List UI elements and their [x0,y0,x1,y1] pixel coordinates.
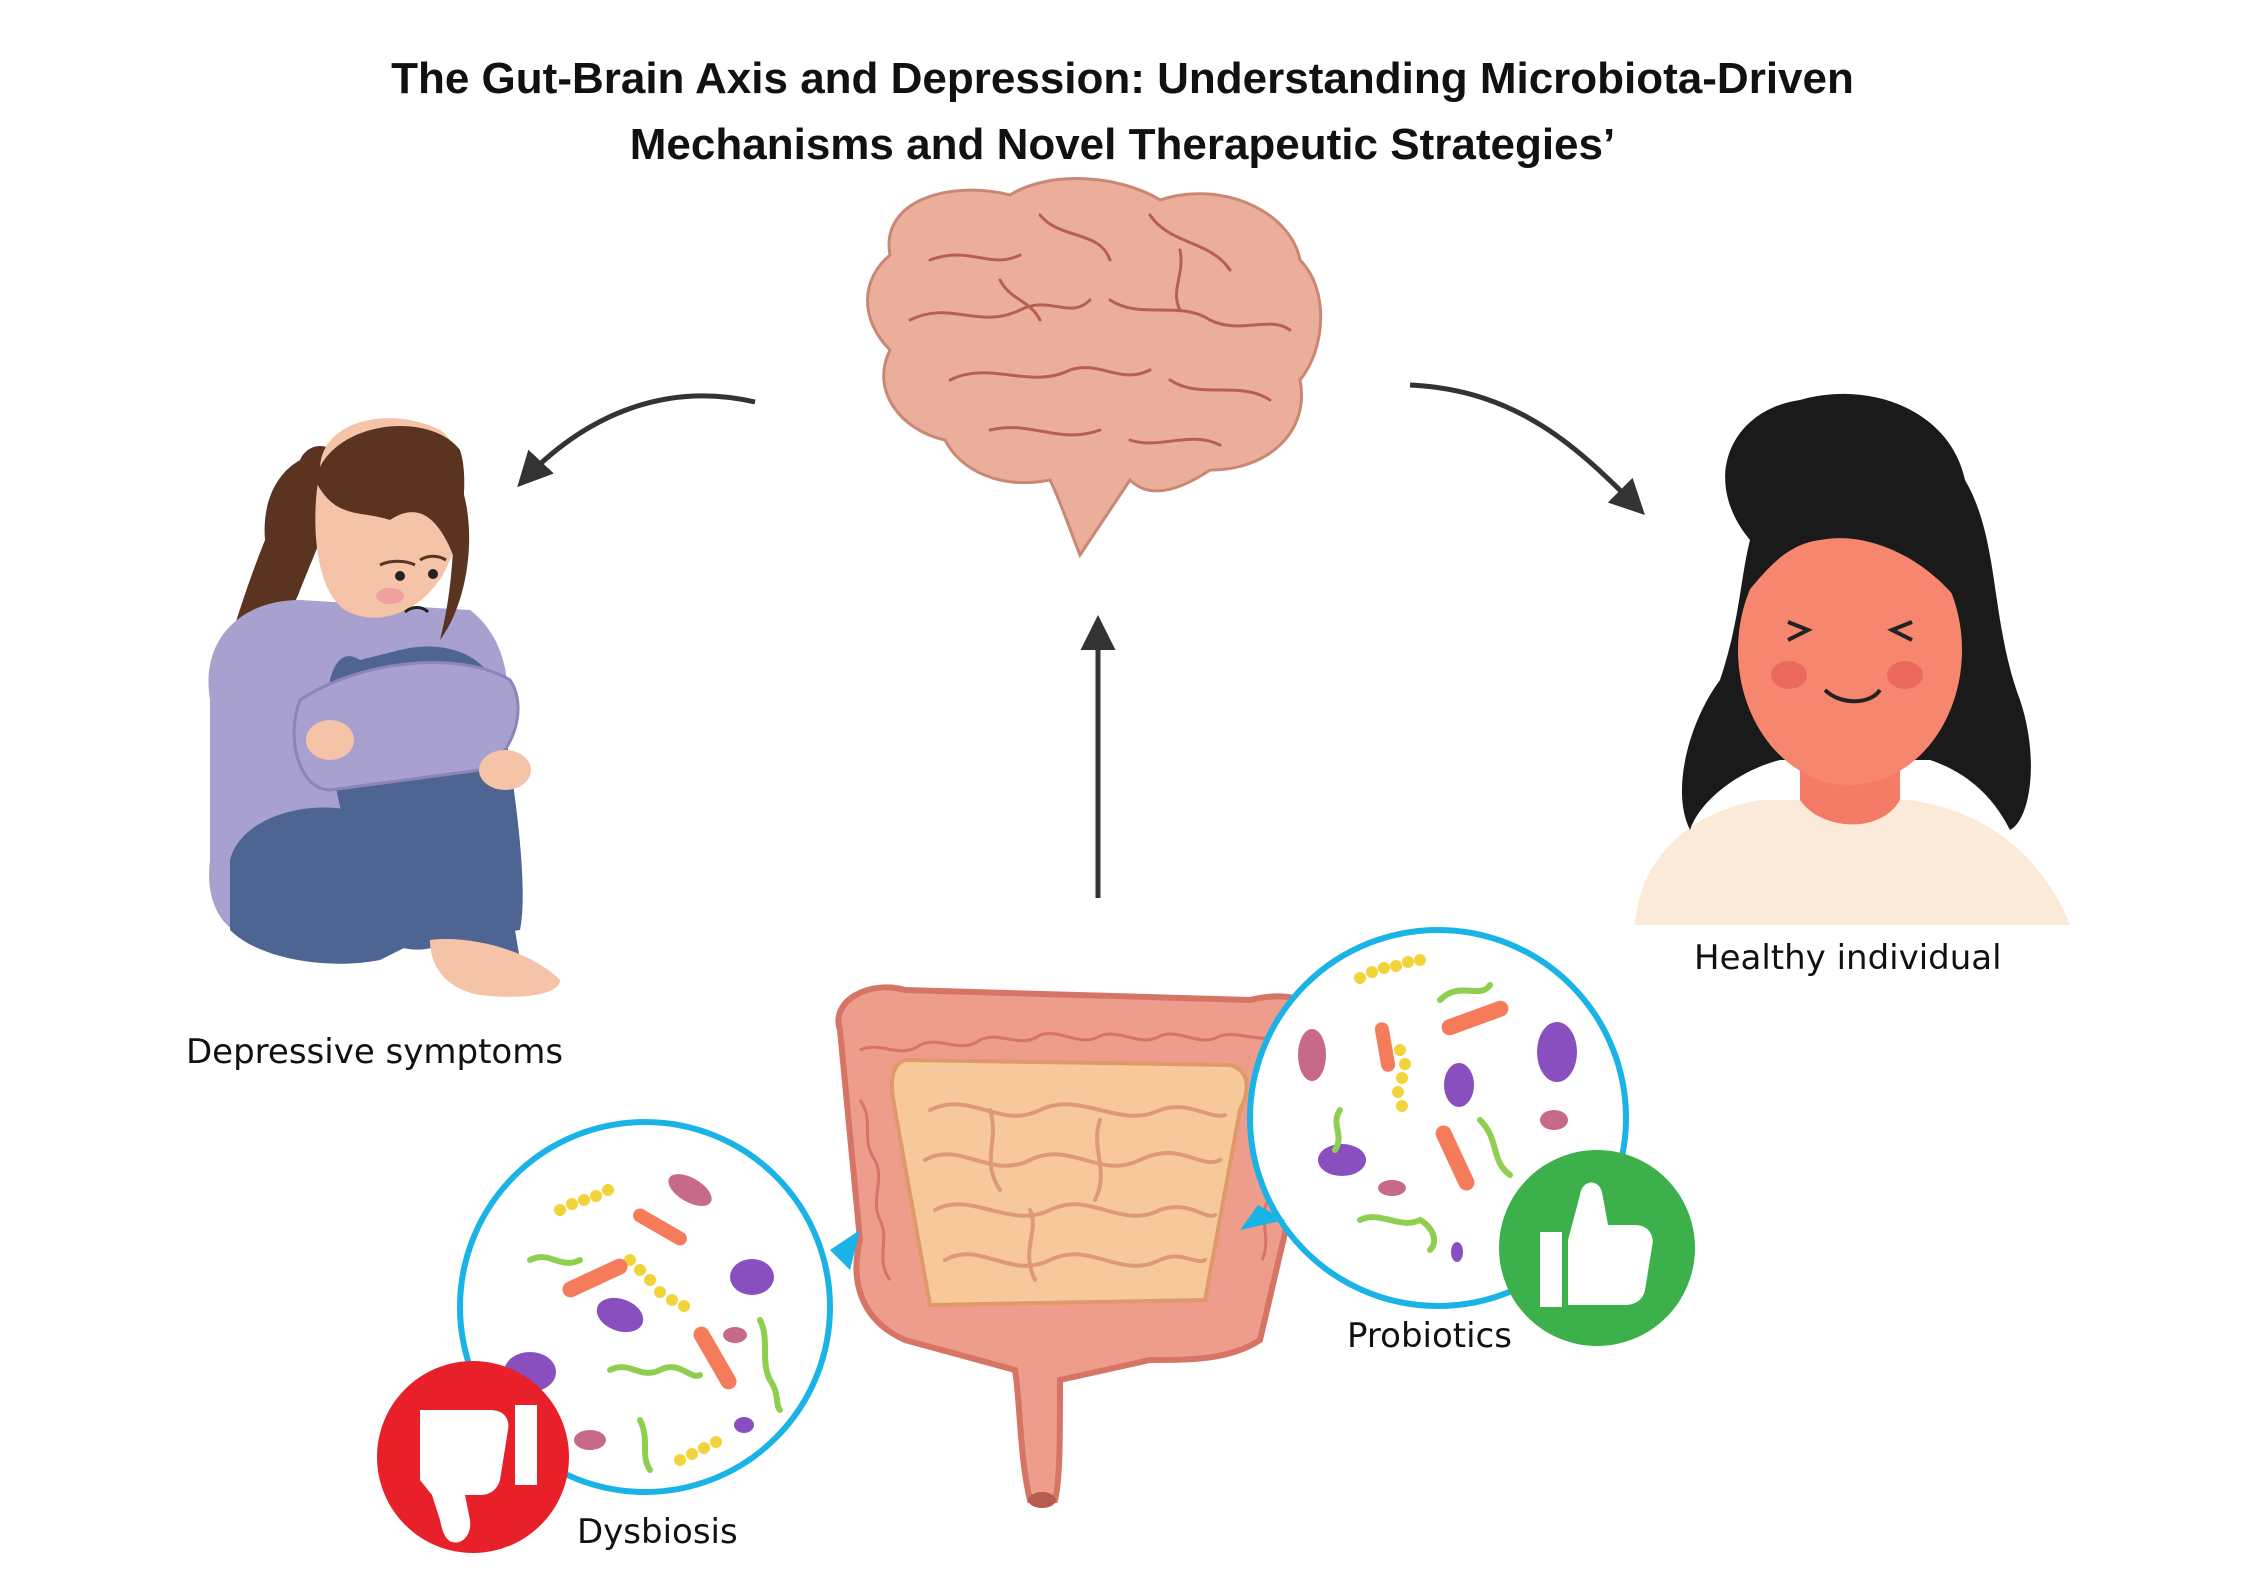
label-healthy-individual: Healthy individual [1694,938,2002,978]
label-dysbiosis: Dysbiosis [577,1512,738,1552]
intestine-illustration [835,984,1334,1508]
title-line-1: The Gut-Brain Axis and Depression: Under… [391,54,1854,103]
depressed-person-illustration [208,418,560,997]
label-probiotics: Probiotics [1347,1316,1512,1356]
label-depressive-symptoms: Depressive symptoms [186,1032,564,1072]
diagram-title: The Gut-Brain Axis and Depression: Under… [0,46,2245,178]
title-line-2: Mechanisms and Novel Therapeutic Strateg… [629,120,1616,169]
brain-illustration [866,177,1323,559]
thumbs-up-icon [1499,1150,1695,1346]
thumbs-down-icon [377,1361,569,1553]
arrow-brain-to-healthy [1409,382,1645,515]
healthy-person-illustration [1635,393,2070,925]
arrow-brain-to-depressive [517,393,756,488]
dysbiosis-microbe-circle [457,1119,860,1495]
